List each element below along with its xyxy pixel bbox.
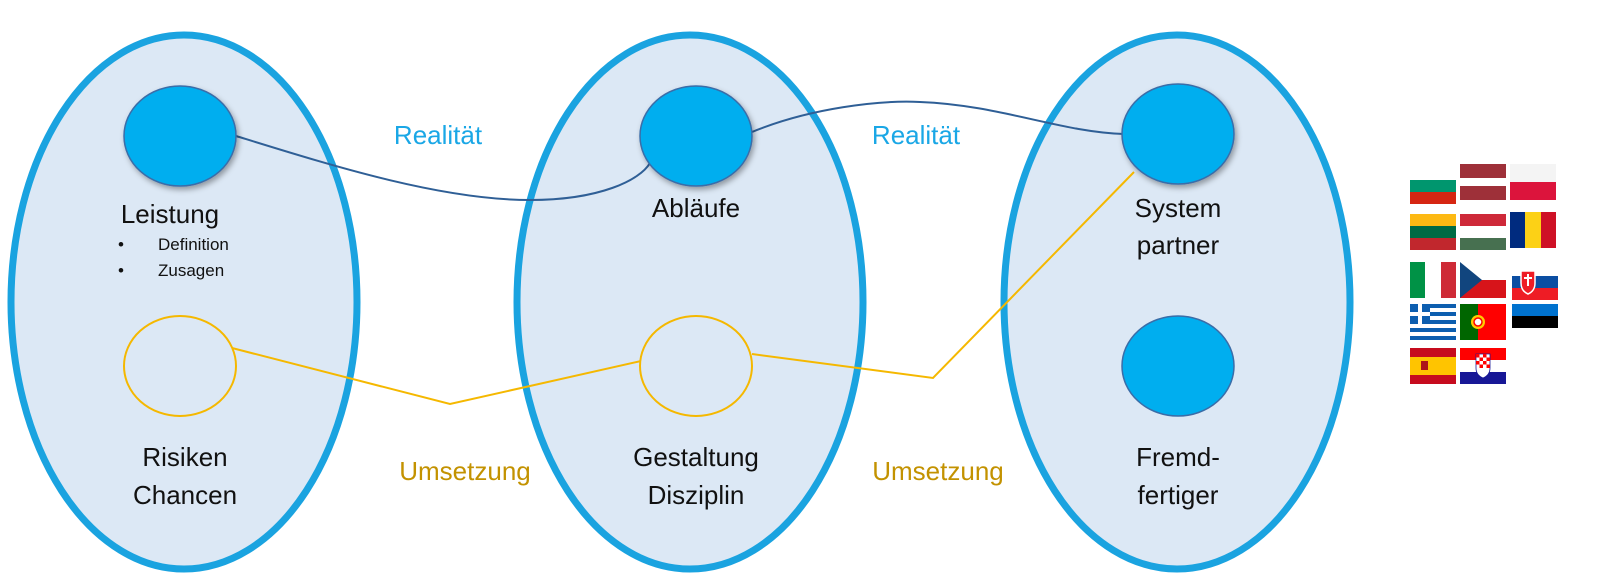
group-ellipse-middle: [513, 31, 867, 573]
node-systempartner: [1121, 83, 1235, 185]
czech-flag: [1460, 262, 1506, 298]
leistung-bullet-list: •Definition •Zusagen: [118, 232, 229, 284]
leistung-title: Leistung: [120, 199, 220, 229]
bullet-item: •Zusagen: [118, 261, 225, 280]
disziplin-label: Disziplin: [647, 480, 745, 510]
bullet-item: •Definition: [118, 235, 229, 254]
latvia-flag: [1460, 164, 1506, 200]
slovakia-flag: [1512, 264, 1558, 300]
italy-flag: [1410, 262, 1456, 298]
umsetzung-connector-line-2: [751, 171, 1135, 380]
realitaet-label-right: Realität: [871, 120, 961, 150]
node-risiken-chancen: [123, 315, 237, 417]
node-ablaeufe: [639, 85, 753, 187]
fremd-label: Fremd-: [1136, 442, 1220, 472]
poland-flag: [1510, 164, 1556, 200]
umsetzung-connector-line: [231, 347, 642, 406]
umsetzung-label-left: Umsetzung: [399, 456, 531, 486]
group-ellipse-left: [7, 31, 361, 573]
bulgaria-flag: [1410, 168, 1456, 204]
chancen-label: Chancen: [132, 480, 238, 510]
spain-flag: [1410, 348, 1456, 384]
lithuania-flag: [1410, 214, 1456, 250]
hungary-flag: [1460, 214, 1506, 250]
node-leistung: [123, 85, 237, 187]
estonia-flag: [1512, 304, 1558, 340]
umsetzung-label-right: Umsetzung: [872, 456, 1004, 486]
ablaeufe-title: Abläufe: [651, 193, 741, 223]
croatia-flag: [1460, 348, 1506, 384]
node-fremdfertiger: [1121, 315, 1235, 417]
realitaet-connector-line: [235, 135, 651, 202]
romania-flag: [1510, 212, 1556, 248]
node-gestaltung-disziplin: [639, 315, 753, 417]
system-label: System: [1134, 193, 1222, 223]
partner-label: partner: [1136, 230, 1220, 260]
risiken-label: Risiken: [142, 442, 228, 472]
portugal-flag: [1460, 304, 1506, 340]
group-ellipse-right: [1000, 31, 1354, 573]
gestaltung-label: Gestaltung: [633, 442, 759, 472]
fertiger-label: fertiger: [1137, 480, 1219, 510]
greece-flag: [1410, 304, 1456, 340]
realitaet-connector-line-2: [751, 100, 1125, 135]
realitaet-label-left: Realität: [393, 120, 483, 150]
